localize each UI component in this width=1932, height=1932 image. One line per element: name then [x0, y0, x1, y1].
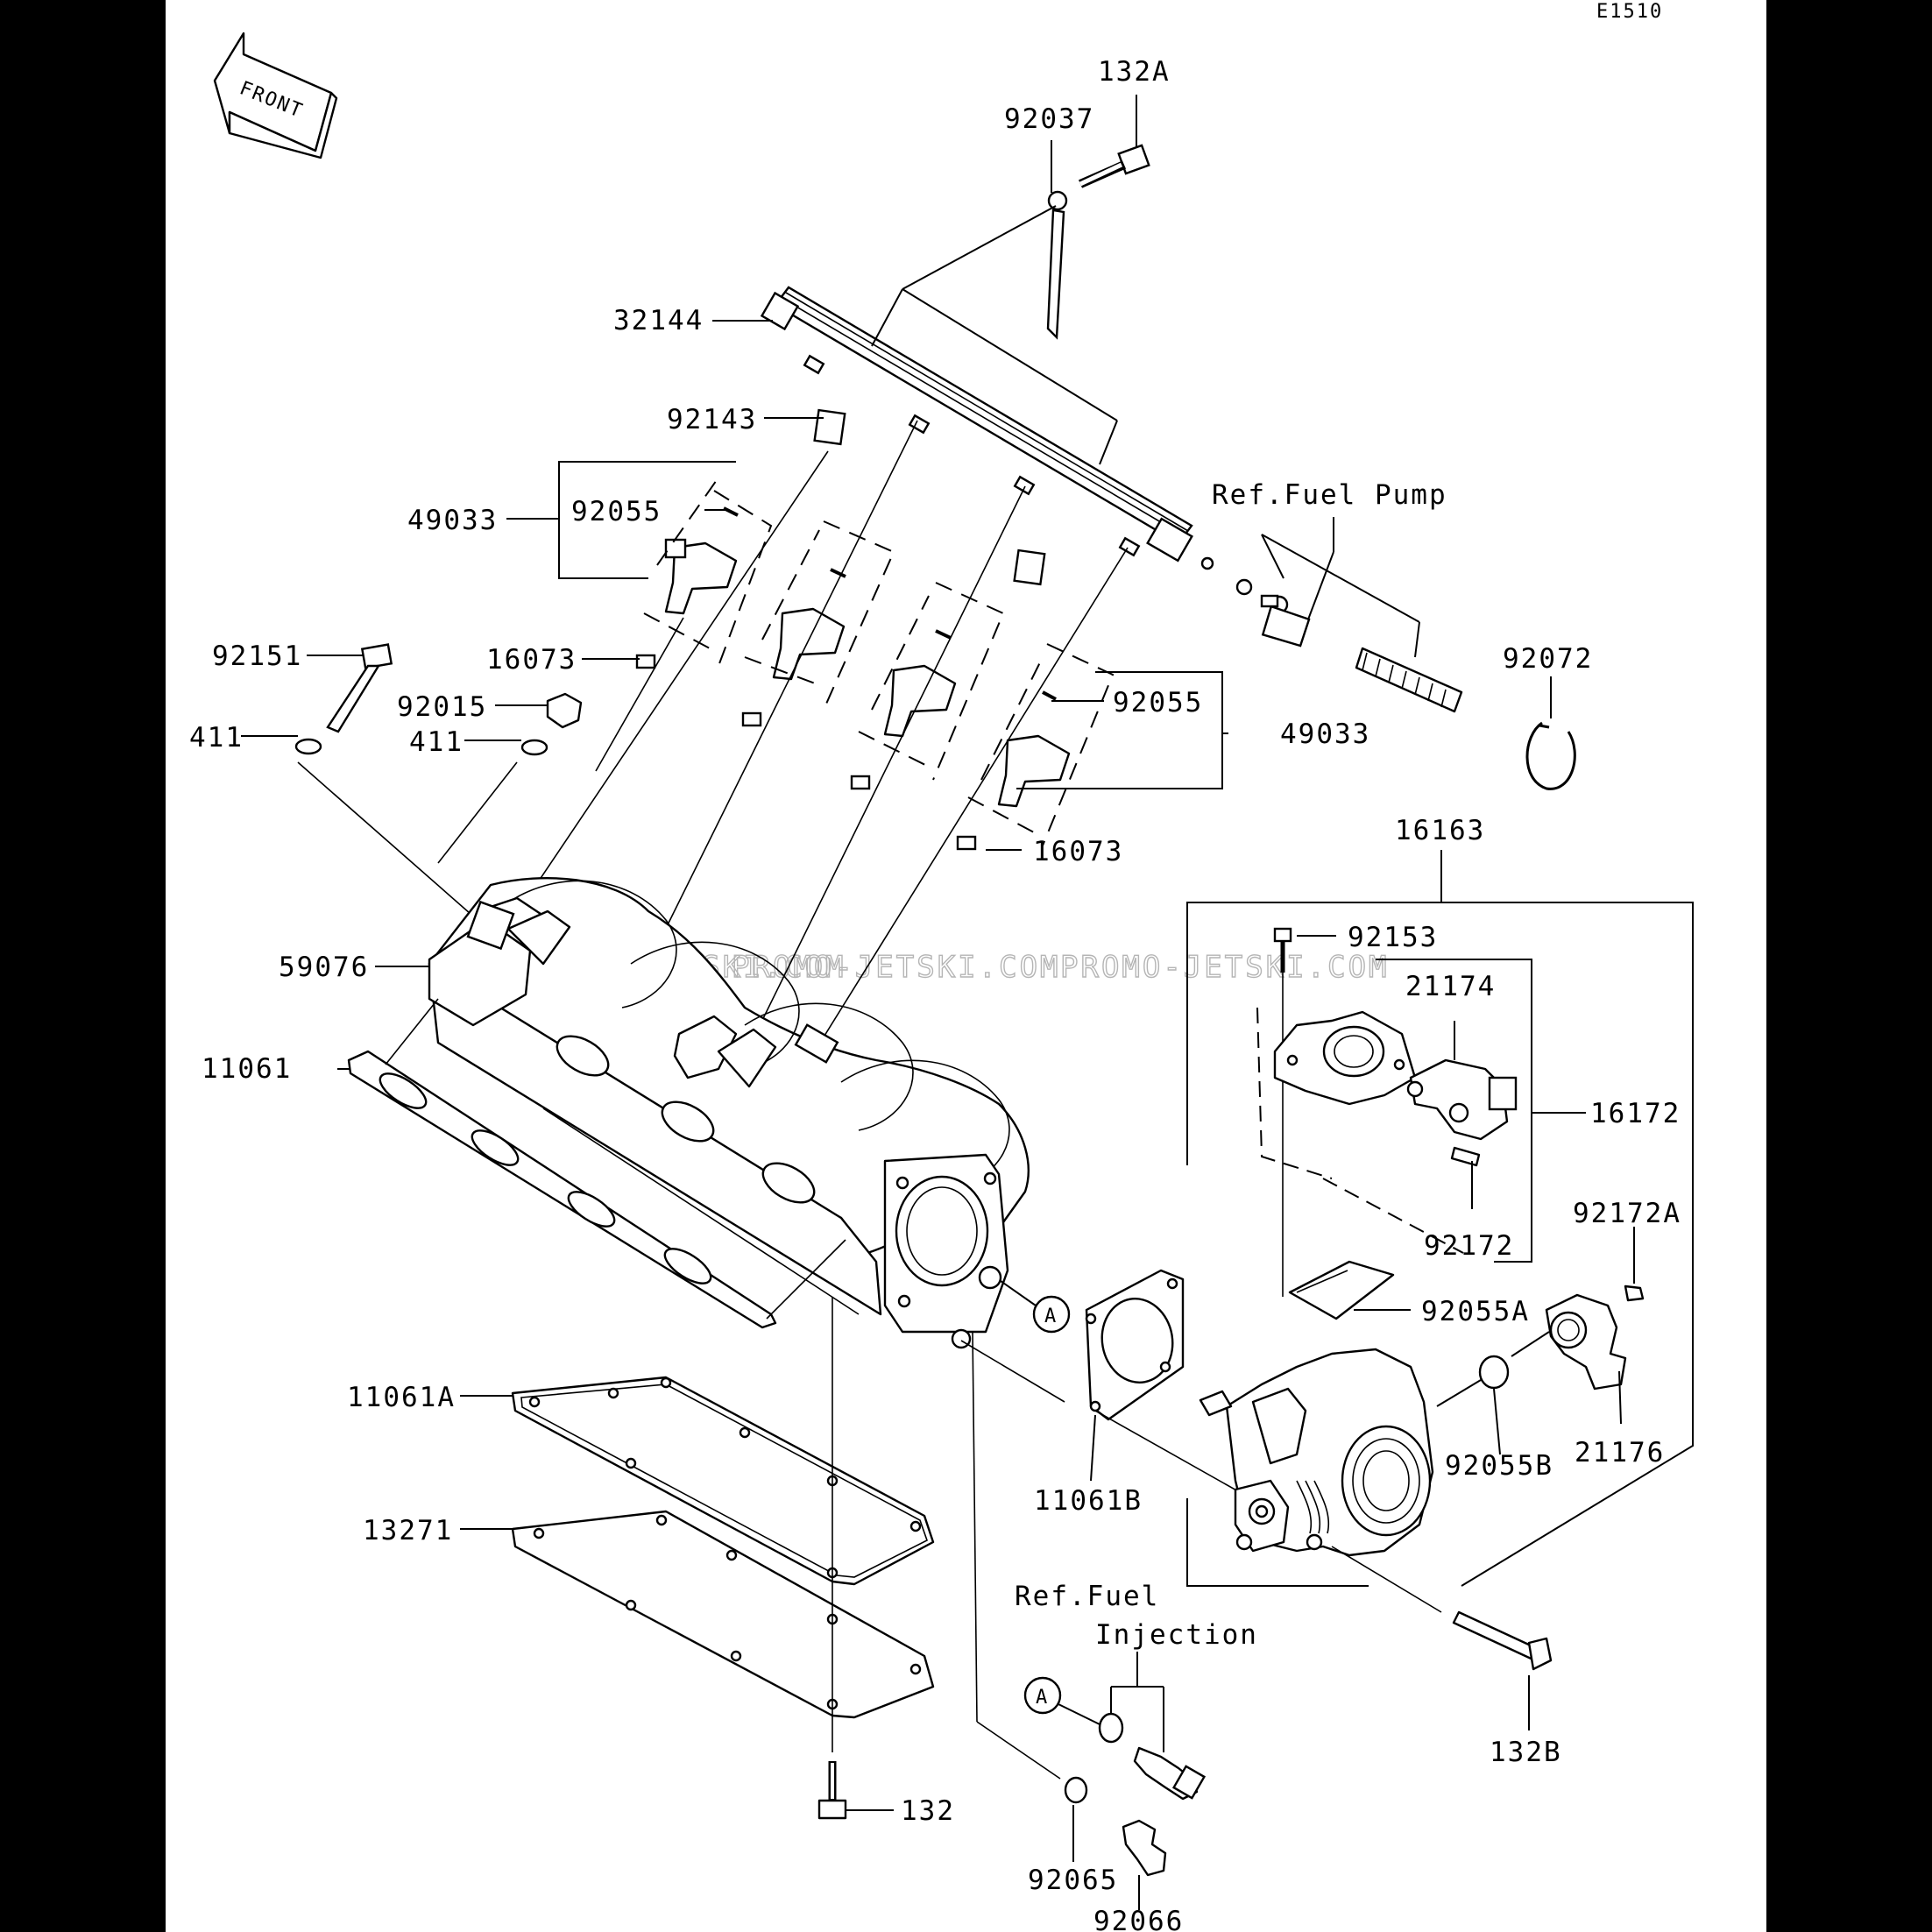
screw-92172	[1450, 1146, 1481, 1209]
label-11061B: 11061B	[1034, 1485, 1143, 1517]
label-132A: 132A	[1098, 56, 1171, 88]
injector-2	[772, 607, 846, 681]
nut-92015	[495, 692, 583, 729]
gasket-11061A	[511, 1376, 935, 1586]
label-13271: 13271	[363, 1515, 453, 1546]
label-92065: 92065	[1028, 1865, 1118, 1896]
injector-4	[997, 734, 1071, 808]
label-11061: 11061	[202, 1053, 292, 1085]
front-arrow-icon: FRONT	[213, 32, 338, 159]
label-92151: 92151	[212, 640, 302, 672]
svg-text:A: A	[1036, 1687, 1049, 1709]
ref-circle-a-lower: A	[1023, 1676, 1100, 1725]
label-11061A: 11061A	[347, 1382, 456, 1413]
gasket-11061B	[1085, 1269, 1185, 1482]
label-16073-bottom: 16073	[1033, 836, 1123, 867]
svg-text:PROMO-JETSKI.COM: PROMO-JETSKI.COM	[732, 950, 1061, 985]
label-411-right: 411	[409, 726, 464, 758]
actuator-21174	[1406, 1021, 1518, 1141]
locating-lines	[520, 420, 1129, 1087]
label-32144: 32144	[613, 305, 704, 336]
fuel-rail-32144	[760, 286, 1214, 570]
label-92055-left: 92055	[571, 496, 662, 527]
label-ref-fuel-injection-1: Ref.Fuel	[1015, 1581, 1159, 1612]
label-92055A: 92055A	[1421, 1296, 1530, 1327]
washer-411-left	[241, 735, 322, 755]
ref-circle-a-upper: A	[1000, 1280, 1071, 1334]
label-92055-right: 92055	[1113, 687, 1203, 718]
bolt-132	[817, 1761, 894, 1820]
label-92066: 92066	[1093, 1906, 1184, 1932]
label-21174: 21174	[1405, 971, 1496, 1002]
label-92172A: 92172A	[1573, 1198, 1681, 1229]
label-132: 132	[901, 1795, 955, 1827]
sensor-59076	[428, 900, 532, 1027]
part-labels: 132A 92037 32144 92143 49033 92055 Ref.F…	[189, 56, 1681, 1932]
gasket-92055A	[1288, 1260, 1411, 1320]
svg-text:PROMO-JETSKI.COM: PROMO-JETSKI.COM	[1060, 950, 1390, 985]
bolt-92151	[307, 643, 393, 733]
hose-group-ref-fuel-pump	[1235, 517, 1463, 713]
sensor-21176	[1511, 1293, 1627, 1425]
bracket-16172	[1256, 959, 1586, 1263]
washer-411-right	[464, 739, 548, 756]
label-92172: 92172	[1424, 1230, 1514, 1262]
label-92015: 92015	[397, 691, 487, 723]
label-16172: 16172	[1590, 1098, 1681, 1129]
washer-92065	[972, 1331, 1088, 1862]
diagram-code: E1510	[1596, 1, 1663, 23]
label-132B: 132B	[1490, 1737, 1562, 1768]
screw-92153	[1273, 927, 1336, 1297]
label-411-left: 411	[189, 722, 244, 754]
oring-92055B	[1436, 1355, 1510, 1455]
clip-92037	[1046, 140, 1068, 340]
bolt-132B	[1331, 1546, 1553, 1730]
label-92143: 92143	[667, 404, 757, 435]
label-92072: 92072	[1503, 643, 1593, 675]
label-16073-top: 16073	[486, 644, 577, 676]
label-92153: 92153	[1348, 922, 1438, 953]
label-49033-left: 49033	[407, 505, 498, 536]
isc-body	[1273, 1010, 1417, 1106]
label-92055B: 92055B	[1445, 1450, 1553, 1482]
screw-92172A	[1624, 1227, 1645, 1302]
plate-13271	[511, 1510, 935, 1719]
throttle-body-group-16163	[1186, 850, 1694, 1587]
label-49033-right: 49033	[1280, 718, 1370, 750]
plug-92066	[1122, 1819, 1167, 1910]
label-21176: 21176	[1575, 1437, 1665, 1468]
throttle-body	[1199, 1348, 1434, 1557]
svg-text:A: A	[1044, 1306, 1058, 1327]
label-59076: 59076	[279, 952, 369, 983]
label-ref-fuel-injection-2: Injection	[1095, 1619, 1258, 1651]
injector-seals	[635, 408, 1057, 851]
injector-brackets	[643, 477, 1115, 846]
clamp-92072	[1525, 676, 1576, 790]
gasket-11061	[347, 1050, 777, 1329]
leader-lines	[337, 320, 1228, 1530]
bolt-132A	[1078, 95, 1150, 188]
label-92037: 92037	[1004, 103, 1094, 135]
label-ref-fuel-pump: Ref.Fuel Pump	[1212, 479, 1447, 511]
ref-fuel-injection-group	[1098, 1652, 1207, 1801]
intake-manifold	[428, 877, 1030, 1349]
label-16163: 16163	[1395, 815, 1485, 846]
